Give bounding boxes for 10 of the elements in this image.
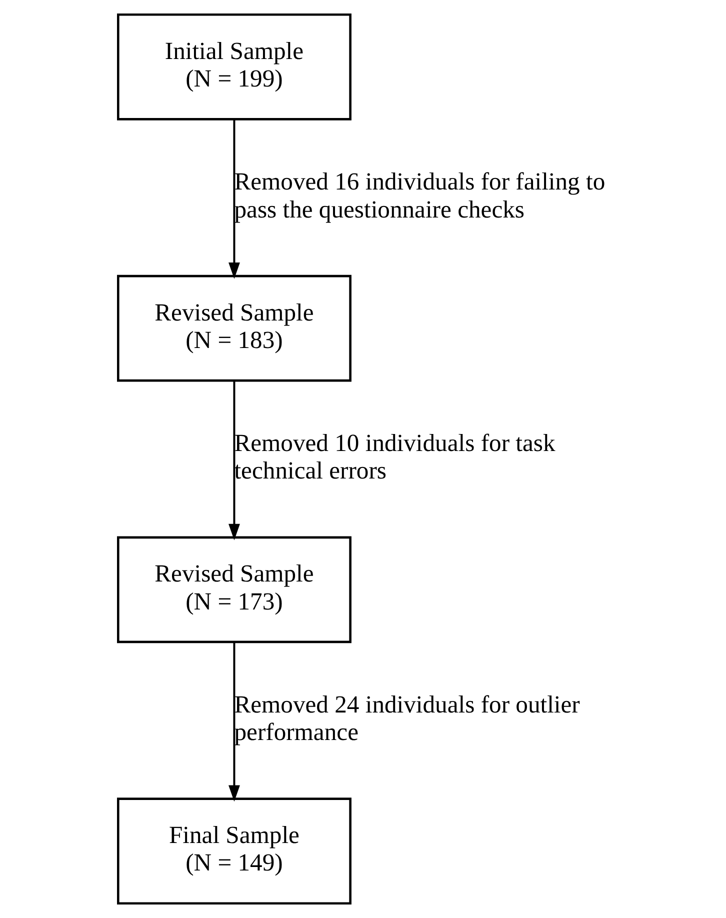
node-box: Final Sample (N = 149) (117, 798, 352, 904)
arrow (228, 380, 240, 540)
node-box: Revised Sample (N = 183) (117, 274, 352, 382)
node-box: Initial Sample (N = 199) (117, 14, 352, 120)
edge-label: Removed 10 individuals for task technical errors (234, 430, 556, 485)
arrow (228, 120, 240, 279)
node-box: Revised Sample (N = 173) (117, 536, 352, 644)
arrow (228, 642, 240, 802)
edge-label: Removed 24 individuals for outlier performance (234, 691, 580, 746)
edge-label: Removed 16 individuals for failing to pass the questionnaire checks (234, 168, 606, 224)
